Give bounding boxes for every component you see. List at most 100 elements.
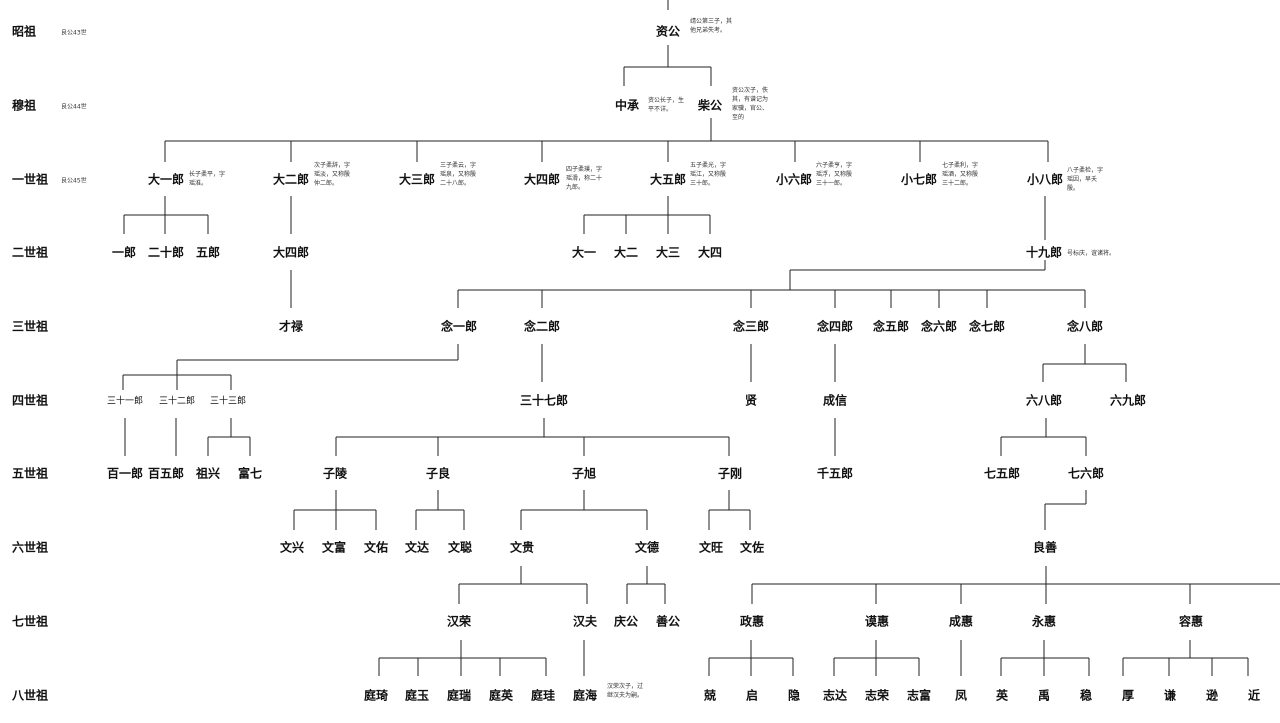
person-node: 厚 [1121,688,1135,703]
person-node: 永惠 [1031,614,1057,629]
generation-note: 良公45世 [61,177,87,185]
person-node: 大四郎 [272,245,310,260]
person-note: 号标庆，谊诸将。 [1067,250,1116,257]
generation-label: 昭祖 [12,24,37,39]
person-node: 中承 [614,98,640,113]
generation-label: 五世祖 [12,466,49,481]
person-node: 大一郎 [147,172,185,187]
person-node: 庭琦 [363,688,389,703]
person-note: 汉荣次子，过继汉夫为嗣。 [607,683,644,699]
person-node: 良善 [1032,540,1058,555]
person-node: 子旭 [571,466,597,481]
person-node: 大三郎 [398,172,436,187]
person-node: 文佑 [363,540,389,555]
person-node: 启 [745,688,759,703]
person-node: 六九郎 [1109,393,1147,408]
person-node: 小八郎 [1026,172,1064,187]
person-node: 三十三郎 [209,396,247,407]
person-node: 念四郎 [816,319,854,334]
person-node: 大一 [571,245,597,260]
person-node: 大四 [697,245,723,260]
person-node: 富七 [237,466,263,481]
person-node: 资公 [655,24,681,39]
person-node: 念三郎 [732,319,770,334]
person-node: 贤 [744,393,758,408]
person-note: 三子柔云，字瑶泉，又称殷二十八郎。 [440,162,477,187]
person-node: 庭珪 [530,688,556,703]
person-node: 小六郎 [775,172,813,187]
generation-label: 穆祖 [12,98,37,113]
person-node: 柴公 [697,98,723,113]
person-node: 二十郎 [147,245,185,260]
person-node: 文佐 [739,540,765,555]
person-node: 政惠 [739,614,765,629]
person-note: 资公次子，佚其，有谱记为家骥，官公、至的 [732,87,769,121]
person-node: 汉夫 [572,614,598,629]
person-node: 千五郎 [816,466,854,481]
generation-note: 良公44世 [61,103,87,111]
person-node: 三十二郎 [158,396,196,407]
person-node: 庭玉 [404,688,430,703]
generation-label: 三世祖 [12,319,49,334]
person-node: 大二 [613,245,639,260]
person-node: 文达 [404,540,430,555]
person-node: 念七郎 [968,319,1006,334]
person-node: 小七郎 [900,172,938,187]
person-node: 五郎 [195,245,221,260]
person-node: 大四郎 [523,172,561,187]
person-node: 容惠 [1178,614,1204,629]
person-node: 大二郎 [272,172,310,187]
person-node: 念六郎 [920,319,958,334]
person-node: 一郎 [111,245,137,260]
person-node: 庭瑞 [446,688,472,703]
person-note: 八子柔检，字瑶因，早夭殷。 [1067,167,1104,192]
generation-label: 七世祖 [12,614,49,629]
person-node: 子刚 [717,466,743,481]
person-node: 念八郎 [1066,319,1104,334]
person-note: 五子柔光，字瑶江，又称殷三十郎。 [690,162,727,187]
generation-label: 六世祖 [12,540,49,555]
person-node: 兢 [703,688,717,703]
person-node: 谟惠 [864,614,890,629]
person-node: 谦 [1163,688,1177,703]
person-node: 三十七郎 [519,393,569,408]
person-node: 汉荣 [446,614,472,629]
generation-label: 四世祖 [12,393,49,408]
person-node: 文兴 [279,540,305,555]
person-node: 志荣 [864,688,890,703]
person-node: 才禄 [278,319,304,334]
person-node: 百五郎 [147,466,185,481]
person-node: 七五郎 [983,466,1021,481]
person-node: 逊 [1205,688,1219,703]
person-node: 十九郎 [1025,245,1063,260]
generation-label: 八世祖 [12,688,49,703]
person-node: 文贵 [509,540,535,555]
person-node: 文聪 [447,540,473,555]
person-node: 百一郎 [106,466,144,481]
person-node: 念五郎 [872,319,910,334]
person-note: 靖公第三子，其他兄弟失考。 [690,18,733,34]
person-node: 念一郎 [440,319,478,334]
person-node: 凤 [954,688,968,703]
person-node: 成惠 [948,614,974,629]
generation-note: 良公43世 [61,29,87,37]
person-node: 庭英 [488,688,514,703]
person-node: 六八郎 [1025,393,1063,408]
person-node: 庆公 [613,614,639,629]
person-node: 七六郎 [1067,466,1105,481]
person-node: 三十一郎 [106,396,144,407]
person-node: 子良 [425,466,451,481]
person-note: 次子柔辞，字瑶淡，又称殷仲二郎。 [314,162,351,187]
person-node: 祖兴 [195,466,221,481]
person-node: 文富 [321,540,347,555]
person-node: 大三 [655,245,681,260]
generation-label: 一世祖 [12,172,49,187]
generation-label: 二世祖 [12,245,49,260]
person-node: 子陵 [322,466,348,481]
person-node: 文旺 [698,540,724,555]
person-node: 隐 [787,688,801,703]
person-node: 近 [1247,688,1261,703]
person-note: 长子柔平，字瑶淮。 [189,171,226,187]
person-node: 善公 [655,614,681,629]
